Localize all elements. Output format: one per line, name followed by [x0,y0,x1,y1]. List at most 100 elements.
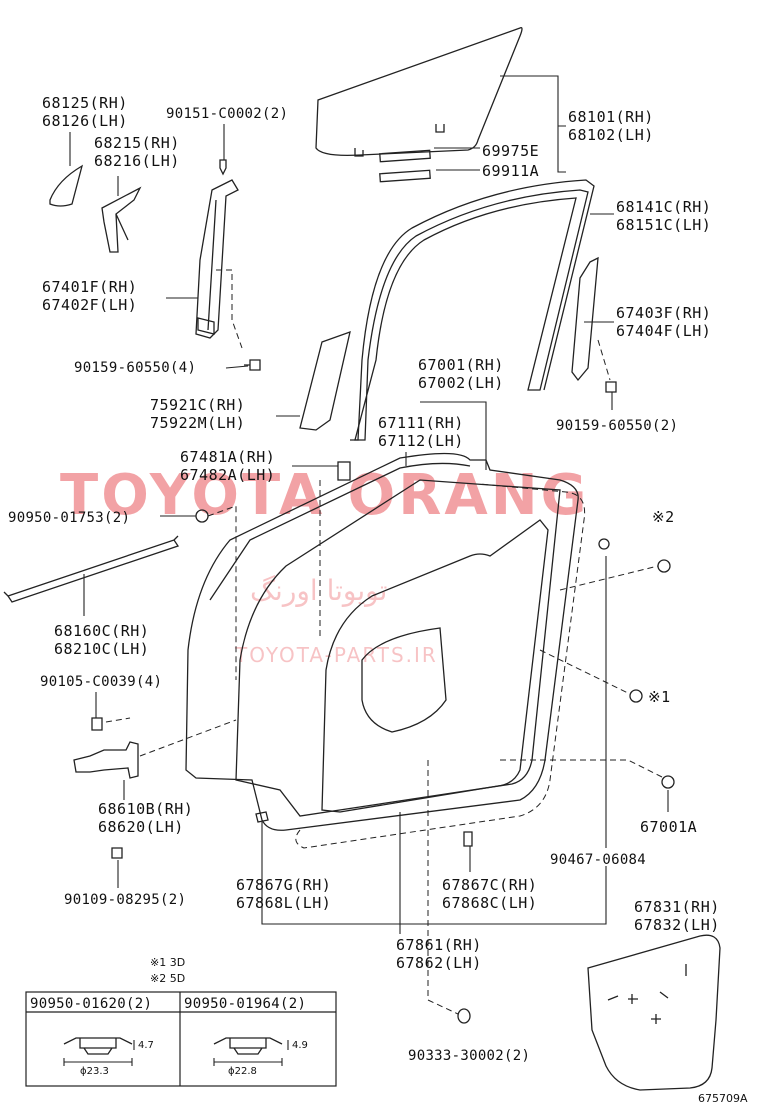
label-67868l: 67868L(LH) [236,894,331,912]
bolt-90109 [111,847,123,859]
channel-69975e [379,149,431,163]
label-68610b: 68610B(RH) [98,800,193,818]
clip-67867c [463,831,473,847]
leader-90333 [427,760,459,1015]
run-channel-68141c-inner [350,179,595,441]
door-trim-opening [321,519,549,813]
clip-90151 [219,159,227,176]
label-75921c: 75921C(RH) [150,396,245,414]
run-channel-68141c [354,189,589,441]
corner-cover-68125 [49,164,84,207]
leader-rear-dash [597,339,611,381]
label-90109: 90109-08295(2) [64,892,186,908]
label-67867c: 67867C(RH) [442,876,537,894]
label-68151c: 68151C(LH) [616,216,711,234]
clip-sketch-1 [63,1037,133,1055]
part-labels: 68125(RH) 68126(LH) 90151-C0002(2) 68215… [8,94,748,1105]
label-67404f: 67404F(LH) [616,322,711,340]
clip-table-border [25,991,337,1087]
clip-1-diameter: ϕ23.3 [80,1066,109,1077]
leader-67001a-dash [500,759,665,779]
hole-cover-marks [607,964,687,1024]
screw-90159-b [605,381,617,393]
note-mark2: ※2 5D [150,972,185,985]
leader-division-dash [216,269,243,349]
leader-90159a [225,365,249,369]
label-67481a: 67481A(RH) [180,448,275,466]
clip-mark1 [629,689,643,703]
door-check-68610b [73,741,139,779]
clip-67001a [661,775,675,789]
door-outer-panel [185,452,579,831]
label-67862: 67862(LH) [396,954,482,972]
pad-67481a [337,461,351,481]
leader-bolt-dash [105,717,131,723]
door-window-line [209,462,471,601]
label-67112: 67112(LH) [378,432,464,450]
clip-table-col1: 90950-01620(2) [30,996,152,1012]
hole-cover-67831 [587,934,721,1091]
label-69975e: 69975E [482,142,539,160]
division-bar-67403f [571,256,599,382]
label-mark2: ※2 [652,508,675,526]
door-inner-hole [361,627,447,733]
watermark-persian: تویوتا اورنگ [250,574,387,607]
label-67002: 67002(LH) [418,374,504,392]
division-bar-bracket [197,317,215,335]
plug-90333 [457,1008,471,1024]
label-67403f: 67403F(RH) [616,304,711,322]
label-90159b: 90159-60550(2) [556,418,678,434]
leader-67867g [261,812,401,925]
label-90467: 90467-06084 [550,852,646,868]
label-68215: 68215(RH) [94,134,180,152]
clip-sketch-2 [213,1037,283,1055]
label-90151: 90151-C0002(2) [166,106,288,122]
leader-lines [69,75,669,1015]
clip-2-height: 4.9 [292,1040,308,1051]
watermark: TOYOTA ORANG تویوتا اورنگ TOYOTA-PARTS.I… [60,463,587,667]
label-90333: 90333-30002(2) [408,1048,530,1064]
clip-67867g [255,811,269,823]
label-68125: 68125(RH) [42,94,128,112]
weatherstrip-67861 [295,483,586,849]
label-68102: 68102(LH) [568,126,654,144]
door-glass [315,27,523,156]
clip-1-height: 4.7 [138,1040,154,1051]
clip-2-diameter: ϕ22.8 [228,1066,257,1077]
division-bar-67401f [195,179,239,339]
screw-90159-a [244,359,261,371]
label-67482a: 67482A(LH) [180,466,275,484]
label-68126: 68126(LH) [42,112,128,130]
label-67832: 67832(LH) [634,916,720,934]
label-67001: 67001(RH) [418,356,504,374]
clip-mark2 [657,559,671,573]
illustration-ref: 675709A [698,1092,748,1105]
label-67861: 67861(RH) [396,936,482,954]
part-drawings [3,27,721,1091]
label-67867g: 67867G(RH) [236,876,331,894]
legend-notes: ※1 3D ※2 5D [150,956,185,985]
leader-clip-mark2 [559,565,659,591]
clip-table: 90950-01620(2) 90950-01964(2) 4.7 ϕ23.3 … [25,991,337,1087]
label-90950-01753: 90950-01753(2) [8,510,130,526]
note-mark1: ※1 3D [150,956,185,969]
label-67001a: 67001A [640,818,697,836]
label-67868c: 67868C(LH) [442,894,537,912]
label-68101: 68101(RH) [568,108,654,126]
door-inner-frame [235,479,561,817]
label-67111: 67111(RH) [378,414,464,432]
label-68141c: 68141C(RH) [616,198,711,216]
watermark-site: TOYOTA-PARTS.IR [234,643,438,667]
glass-bracket-1 [354,148,364,157]
label-68210c: 68210C(LH) [54,640,149,658]
corner-piece-68215 [101,186,142,253]
leader-68101 [434,75,566,173]
label-mark1: ※1 [648,688,671,706]
label-90159a: 90159-60550(4) [74,360,196,376]
glass-bracket-2 [435,124,445,133]
label-90105: 90105-C0039(4) [40,674,162,690]
label-69911a: 69911A [482,162,539,180]
label-67402f: 67402F(LH) [42,296,137,314]
leader-hinge-dash [139,719,237,757]
